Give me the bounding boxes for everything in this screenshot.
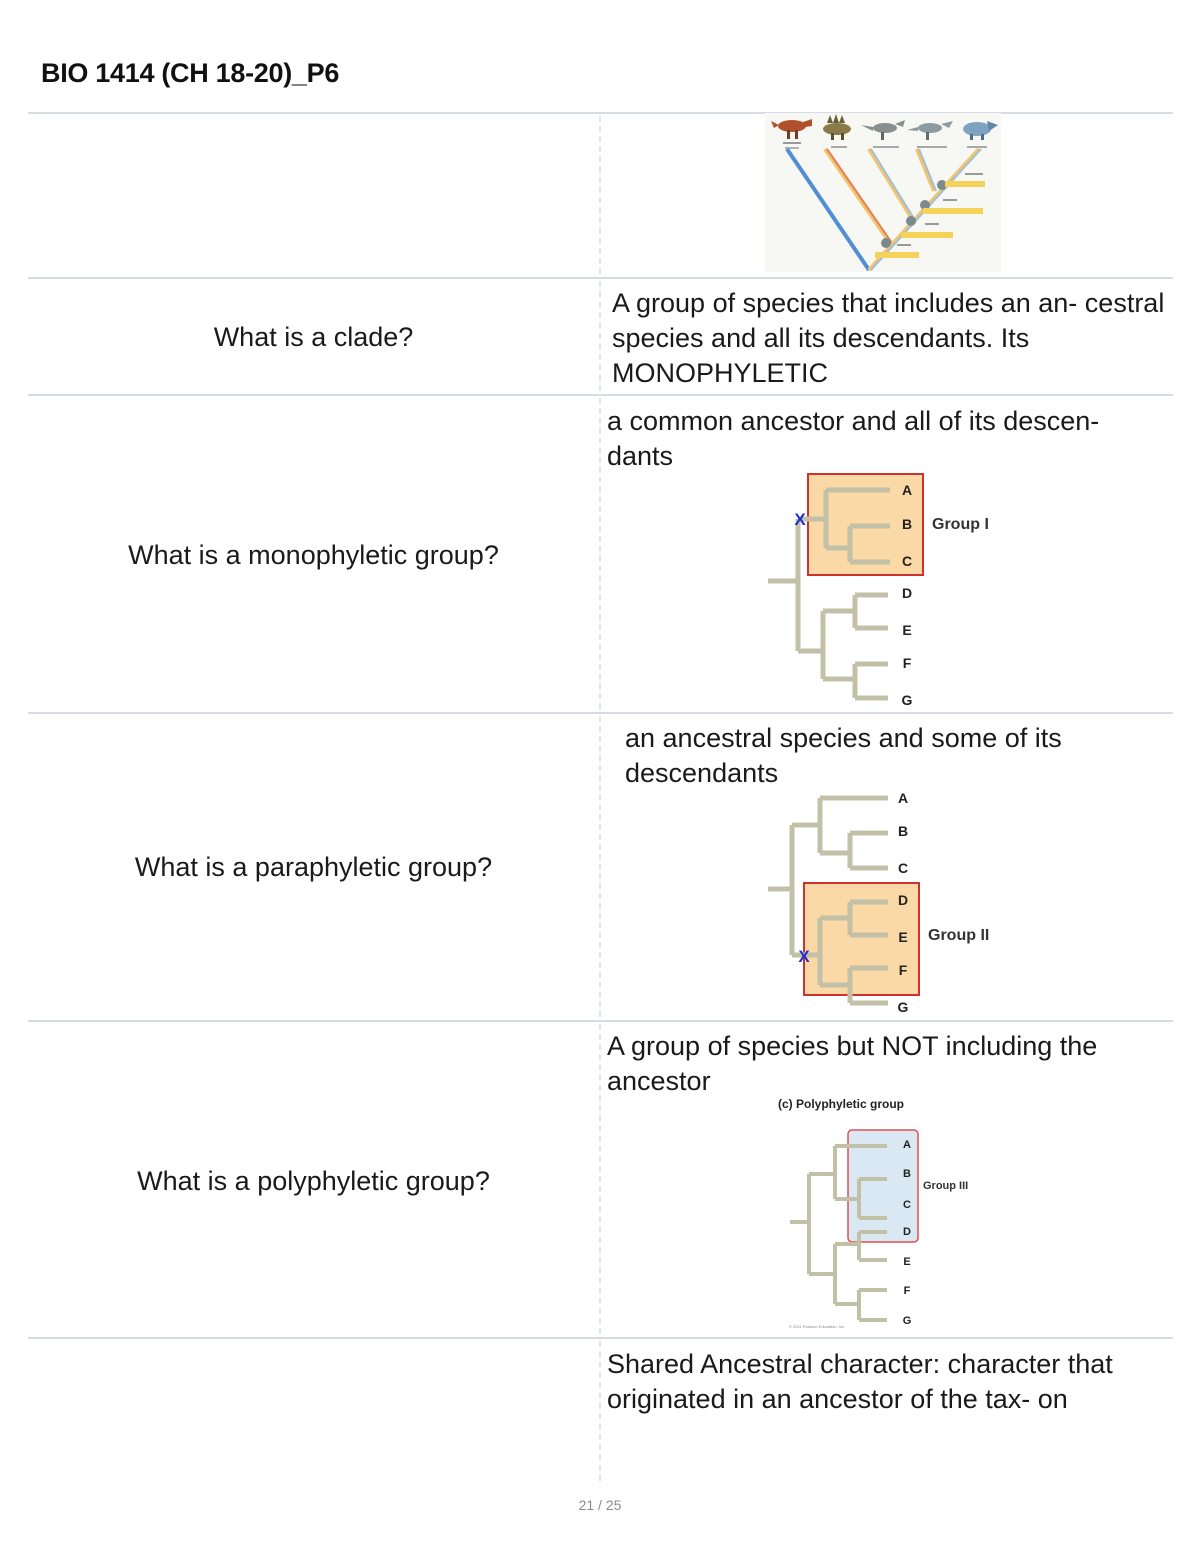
taxon-label: A <box>903 1139 911 1151</box>
taxon-label: D <box>898 892 908 908</box>
copyright-note: © 2011 Pearson Education, Inc. <box>789 1324 845 1329</box>
taxon-label: F <box>903 655 912 671</box>
stegosaur-icon <box>823 114 851 140</box>
figure-caption: (c) Polyphyletic group <box>778 1097 904 1111</box>
question-monophyletic: What is a monophyletic group? <box>128 540 499 570</box>
group-label: Group II <box>928 927 989 944</box>
group-label: Group III <box>923 1180 968 1192</box>
row-divider <box>28 1337 1173 1339</box>
triceratops-icon <box>963 121 998 140</box>
row-divider <box>28 1020 1173 1022</box>
taxon-label: C <box>898 860 908 876</box>
taxon-label: E <box>902 622 911 638</box>
ornithopod-icon <box>861 120 905 140</box>
column-divider <box>599 398 601 709</box>
taxon-label: B <box>903 1168 911 1180</box>
paraphyletic-tree-diagram: X A B C D E F G Group II <box>760 785 1020 1017</box>
answer-paraphyletic: an ancestral species and some of its des… <box>625 723 1062 788</box>
column-divider <box>599 281 601 391</box>
taxon-label: E <box>903 1256 910 1268</box>
row-divider <box>28 394 1173 396</box>
column-divider <box>599 116 601 274</box>
taxon-label: C <box>903 1199 911 1211</box>
taxon-label: B <box>898 823 908 839</box>
taxon-label: G <box>902 692 913 708</box>
answer-shared-ancestral-character: Shared Ancestral character: character th… <box>607 1349 1113 1414</box>
column-divider <box>599 716 601 1017</box>
taxon-label: F <box>904 1285 911 1297</box>
hadrosaur-icon <box>907 121 953 140</box>
row-divider <box>28 112 1173 114</box>
group-highlight-box <box>847 1129 919 1243</box>
page-number: 21 / 25 <box>578 1497 622 1513</box>
row-divider <box>28 277 1173 279</box>
ancestor-marker: X <box>798 947 810 966</box>
taxon-label: C <box>902 553 912 569</box>
answer-monophyletic: a common ancestor and all of its descen-… <box>607 406 1100 471</box>
taxon-label: G <box>898 999 909 1015</box>
monophyletic-tree-diagram: X A B C D E F G Group I <box>760 468 1020 711</box>
taxon-label: G <box>903 1315 912 1327</box>
taxon-label: B <box>902 516 912 532</box>
dinosaur-cladogram-image <box>765 113 1001 272</box>
question-paraphyletic: What is a paraphyletic group? <box>134 852 493 882</box>
answer-polyphyletic: A group of species but NOT including the… <box>607 1031 1098 1096</box>
taxon-label: D <box>903 1226 911 1238</box>
polyphyletic-tree-diagram: (c) Polyphyletic group A B C <box>775 1094 995 1334</box>
tyrannosaur-icon <box>771 119 812 139</box>
ancestor-marker: X <box>794 510 806 529</box>
taxon-label: D <box>902 585 912 601</box>
answer-clade: A group of species that includes an an- … <box>612 288 1165 388</box>
group-label: Group I <box>932 516 989 533</box>
question-clade: What is a clade? <box>213 322 414 352</box>
column-divider <box>599 1341 601 1481</box>
taxon-label: A <box>898 790 908 806</box>
page-title: BIO 1414 (CH 18-20)_P6 <box>41 58 340 88</box>
taxon-label: A <box>902 482 912 498</box>
column-divider <box>599 1024 601 1334</box>
taxon-label: E <box>898 929 907 945</box>
question-polyphyletic: What is a polyphyletic group? <box>137 1166 490 1196</box>
taxon-label: F <box>899 962 908 978</box>
row-divider <box>28 712 1173 714</box>
